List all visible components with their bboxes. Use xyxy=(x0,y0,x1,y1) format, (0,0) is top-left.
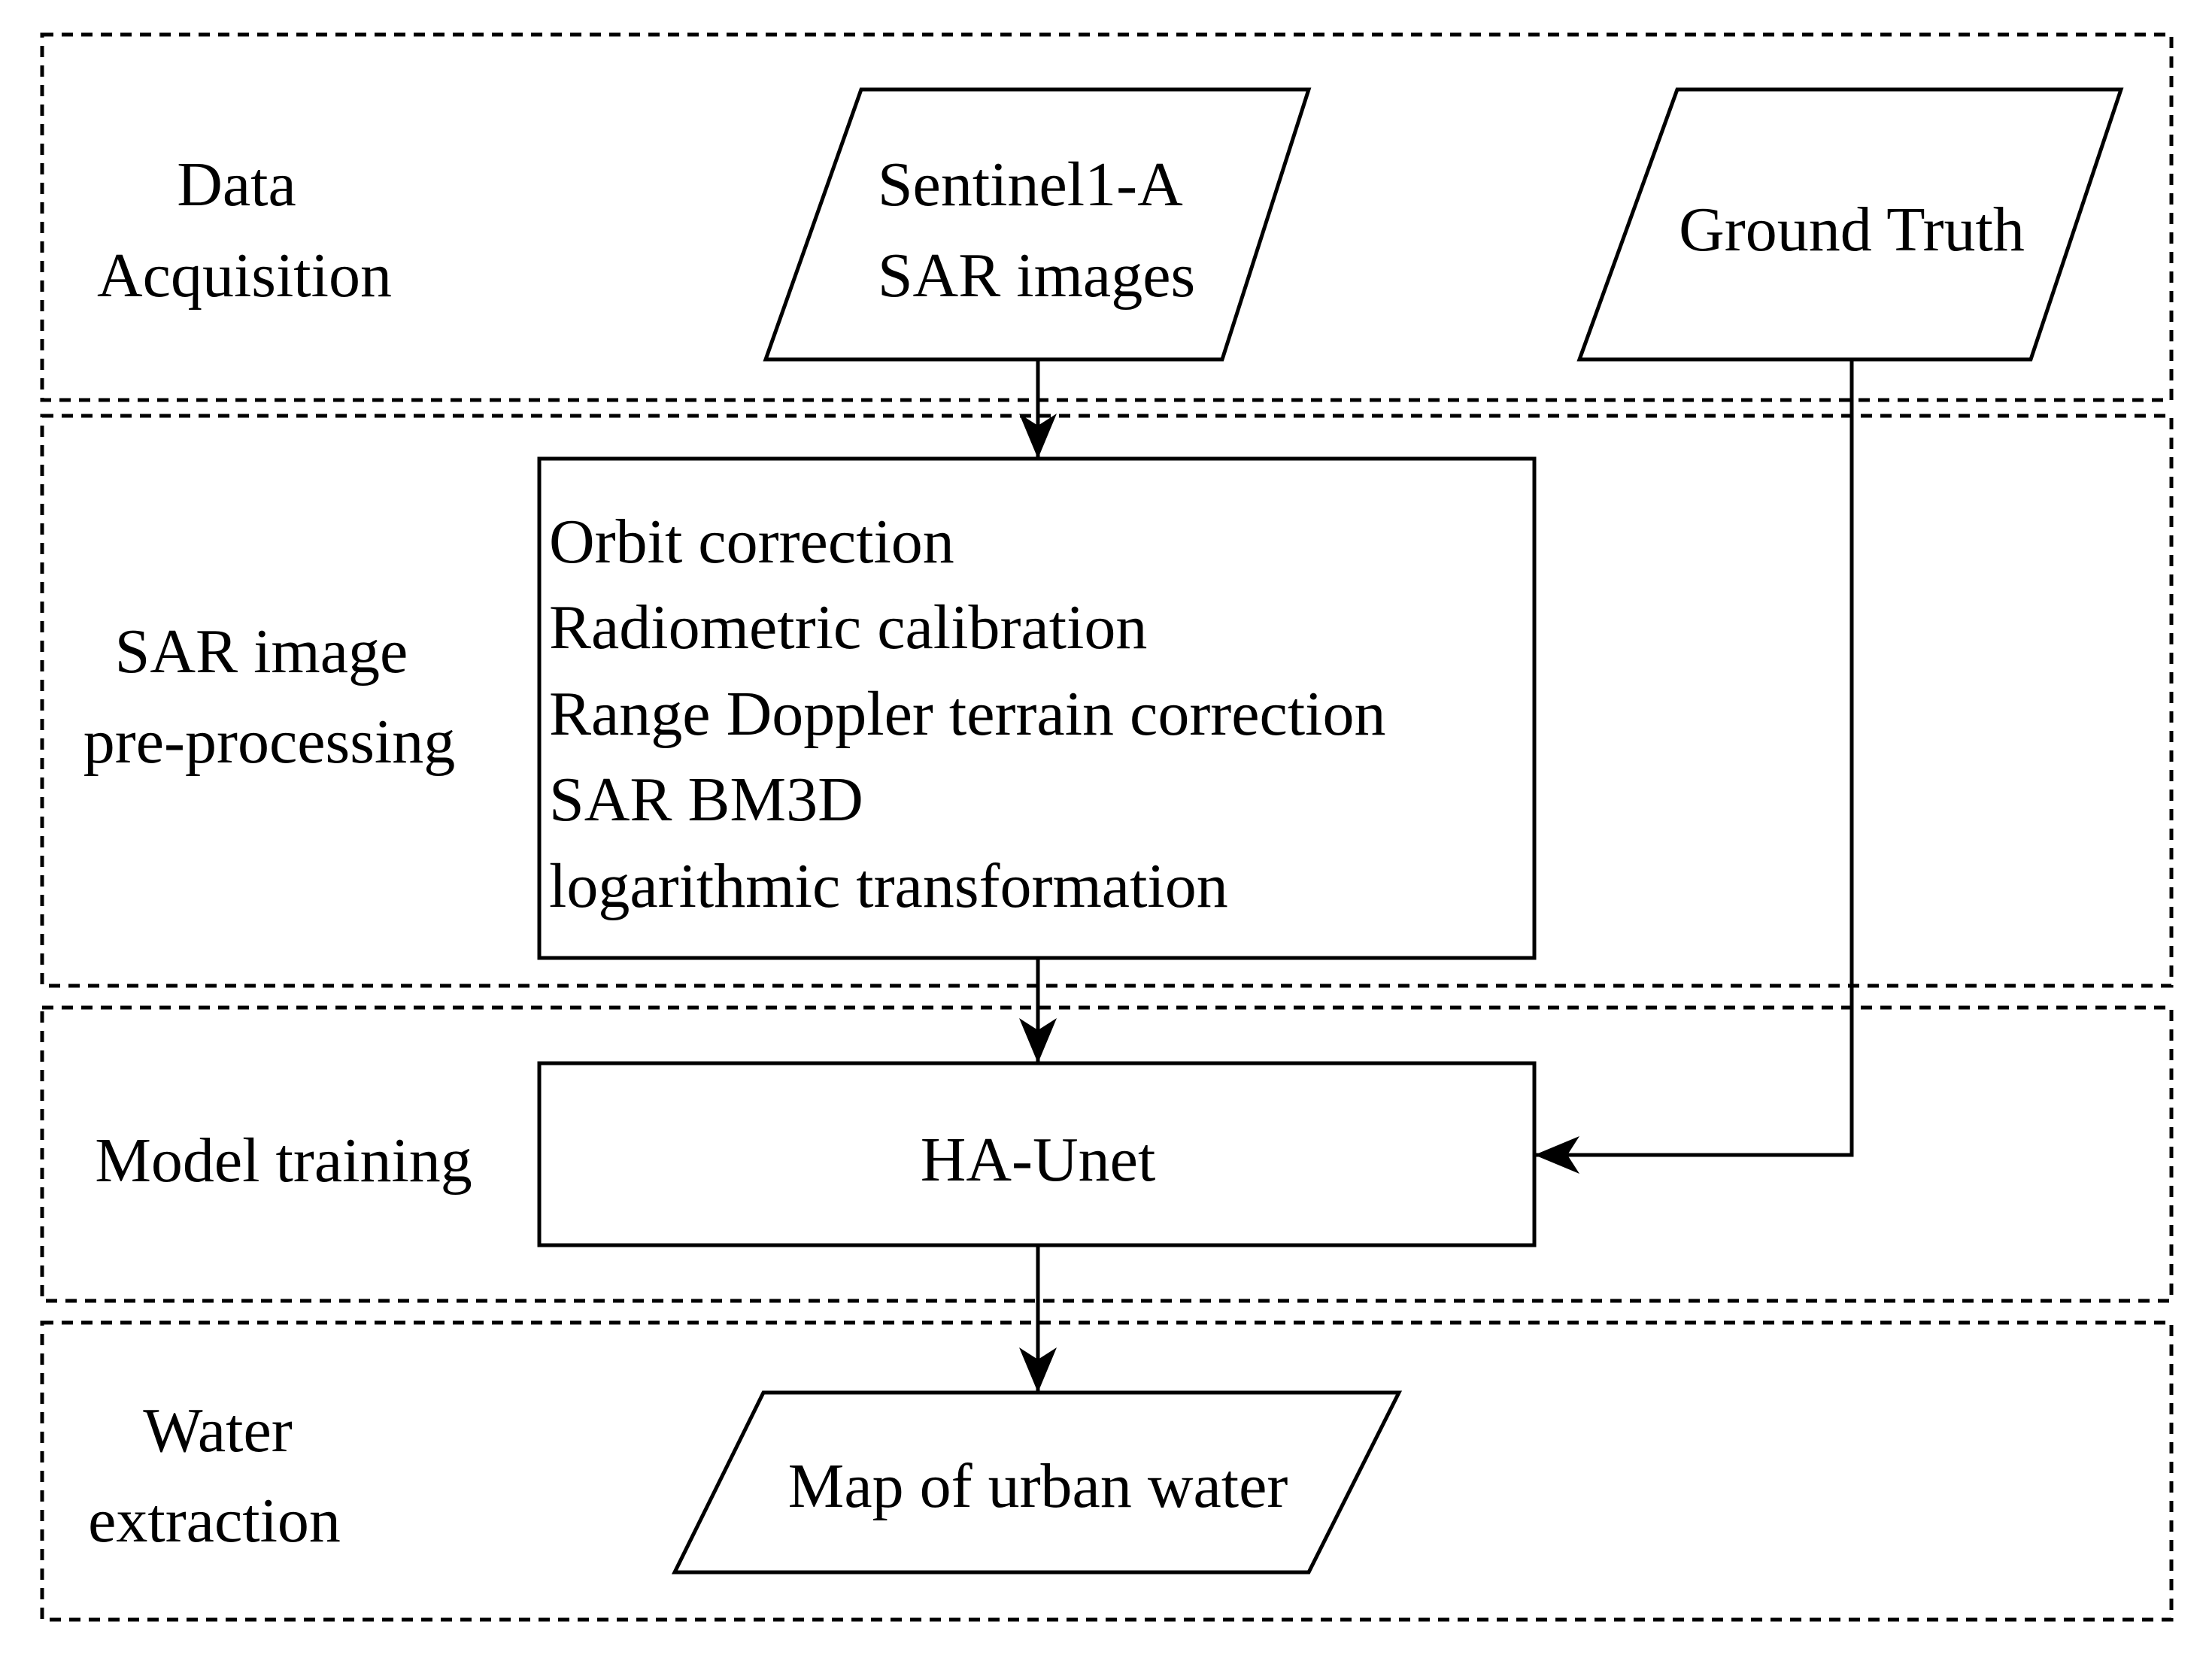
node-label-line: SAR BM3D xyxy=(549,765,863,835)
node-label-line: Orbit correction xyxy=(549,507,954,577)
node-label-line: Range Doppler terrain correction xyxy=(549,679,1386,749)
node-label-line: Map of urban water xyxy=(788,1451,1288,1521)
model-node-label: HA-Unet xyxy=(921,1125,1156,1195)
sentinel-node-shape xyxy=(763,87,1312,362)
stage-label-line: Model training xyxy=(95,1126,472,1196)
node-label-line: HA-Unet xyxy=(921,1125,1156,1195)
edges xyxy=(1019,359,1854,1393)
stage-label-preprocessing: SAR image pre-processing xyxy=(83,617,455,777)
stage-label-line: Acquisition xyxy=(97,241,392,311)
stage-label-line: SAR image xyxy=(115,617,408,687)
edge-ground-truth-to-model xyxy=(1534,359,1854,1174)
node-label-line: Radiometric calibration xyxy=(549,593,1147,662)
ground-truth-node-label: Ground Truth xyxy=(1679,195,2025,265)
stage-label-water-extraction: Water extraction xyxy=(88,1396,341,1556)
node-label-line: logarithmic transformation xyxy=(549,851,1228,921)
stage-label-line: Data xyxy=(177,150,296,220)
ground-truth-node-shape xyxy=(1576,87,2124,362)
stage-label-data-acquisition: Data Acquisition xyxy=(97,150,392,311)
sentinel-node-label: Sentinel1-A SAR images xyxy=(878,150,1195,311)
stage-panel-data-acquisition xyxy=(40,32,2174,402)
stage-label-model-training: Model training xyxy=(95,1126,472,1196)
node-label-line: Ground Truth xyxy=(1679,195,2025,265)
node-texts: Sentinel1-A SAR images Ground Truth Orbi… xyxy=(549,150,2025,1521)
node-label-line: SAR images xyxy=(878,241,1195,311)
preprocessing-node-shape xyxy=(537,456,1537,960)
stage-panel-water-extraction xyxy=(40,1320,2174,1622)
output-node-label: Map of urban water xyxy=(788,1451,1288,1521)
stage-label-line: extraction xyxy=(88,1486,341,1556)
preprocessing-node-label: Orbit correction Radiometric calibration… xyxy=(549,507,1402,921)
stage-label-line: pre-processing xyxy=(83,707,455,777)
output-node-shape xyxy=(671,1390,1403,1575)
stage-labels: Data Acquisition SAR image pre-processin… xyxy=(83,150,472,1556)
stage-label-line: Water xyxy=(143,1396,292,1465)
stage-panel-model-training xyxy=(40,1005,2174,1303)
stage-panels xyxy=(40,32,2174,1622)
nodes xyxy=(537,87,2124,1575)
node-label-line: Sentinel1-A xyxy=(878,150,1183,220)
stage-panel-preprocessing xyxy=(40,414,2174,988)
